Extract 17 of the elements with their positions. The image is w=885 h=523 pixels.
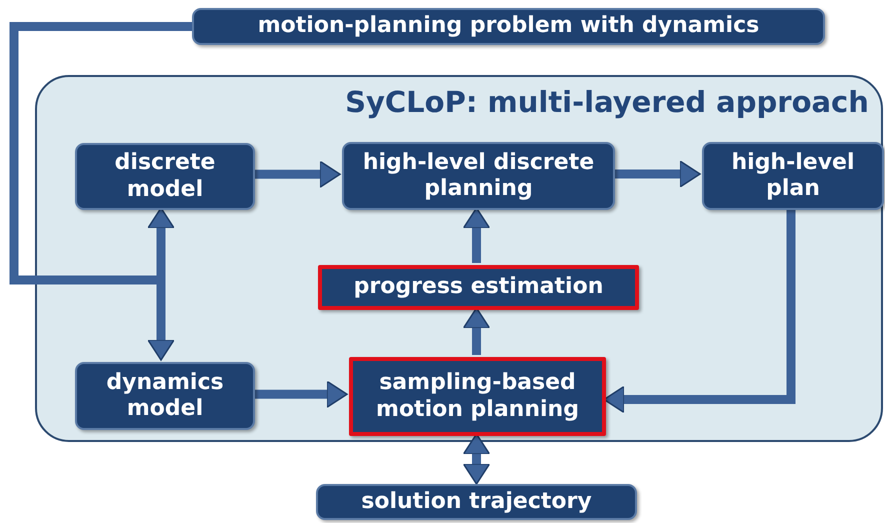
result-box: solution trajectory [316, 484, 637, 520]
planning-box: sampling-based motion planning [349, 357, 606, 436]
model-box: discrete model [75, 143, 255, 210]
planning-box: high-level discrete planning [342, 142, 615, 210]
arrow [462, 207, 490, 263]
arrow [253, 160, 341, 188]
arrow [603, 208, 796, 414]
panel-title: SyCLoP: multi-layered approach [344, 85, 870, 119]
problem-box: motion-planning problem with dynamics [192, 8, 825, 45]
arrow [462, 433, 490, 485]
model-box: dynamics model [75, 362, 255, 430]
approach-panel [35, 75, 883, 442]
plan-box: high-level plan [702, 142, 884, 210]
estimation-box: progress estimation [318, 265, 639, 310]
arrow [613, 160, 701, 188]
arrow [253, 380, 348, 408]
arrow [462, 307, 490, 355]
